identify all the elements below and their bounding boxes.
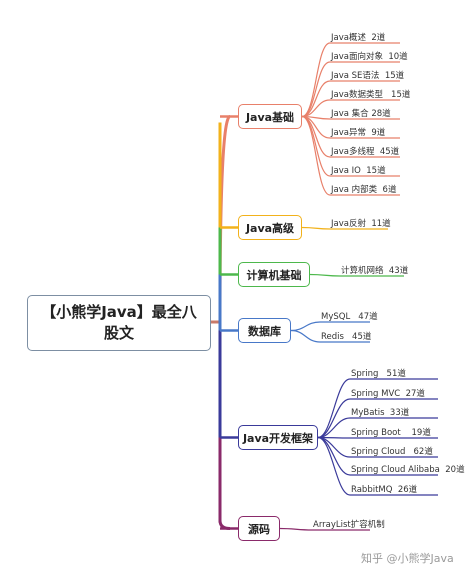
- leaf-topic: Spring Boot 19道: [351, 428, 431, 438]
- leaf-topic: Java IO 15道: [331, 166, 386, 176]
- leaf-topic: MyBatis 33道: [351, 408, 410, 418]
- leaf-topic: Spring MVC 27道: [351, 389, 425, 399]
- branch-label: Java开发框架: [242, 431, 314, 445]
- branch-computer-basics: 计算机基础: [238, 262, 310, 287]
- leaf-topic: Java异常 9道: [331, 128, 386, 138]
- watermark: 知乎 @小熊学Java: [361, 552, 454, 565]
- leaf-topic: Spring 51道: [351, 369, 406, 379]
- branch-label: 源码: [248, 522, 270, 536]
- branch-source-code: 源码: [238, 516, 280, 541]
- connector-line: [317, 436, 351, 496]
- connector-line: [301, 80, 331, 118]
- leaf-topic: Java多线程 45道: [331, 147, 400, 157]
- connector-line: [309, 273, 341, 277]
- connector-line: [279, 527, 313, 531]
- leaf-topic: ArrayList扩容机制: [313, 520, 385, 530]
- branch-database: 数据库: [238, 318, 291, 343]
- connector-line: [301, 42, 331, 118]
- leaf-topic: Java面向对象 10道: [331, 52, 408, 62]
- connector-line: [301, 115, 331, 177]
- branch-java-frameworks: Java开发框架: [238, 425, 318, 450]
- leaf-topic: Java反射 11道: [331, 219, 391, 229]
- connector-line: [317, 398, 351, 439]
- connector-line: [290, 329, 321, 343]
- leaf-topic: RabbitMQ 26道: [351, 485, 418, 495]
- branch-label: Java高级: [245, 221, 295, 235]
- connector-line: [301, 115, 331, 196]
- branch-label: Java基础: [245, 110, 295, 124]
- connector-line: [301, 226, 331, 230]
- leaf-topic: Java数据类型 15道: [331, 90, 411, 100]
- branch-label: 数据库: [248, 324, 281, 338]
- root-title: 【小熊学Java】最全八股文: [41, 303, 197, 342]
- leaf-topic: Java 内部类 6道: [331, 185, 397, 195]
- leaf-topic: Java 集合 28道: [331, 109, 391, 119]
- branch-label: 计算机基础: [246, 268, 302, 282]
- branch-java-advanced: Java高级: [238, 215, 302, 240]
- leaf-topic: Java概述 2道: [331, 33, 386, 43]
- leaf-topic: Redis 45道: [321, 332, 372, 342]
- leaf-topic: Spring Cloud Alibaba 20道: [351, 465, 465, 475]
- leaf-topic: MySQL 47道: [321, 312, 378, 322]
- leaf-topic: 计算机网络 43道: [341, 266, 409, 276]
- branch-java-basics: Java基础: [238, 104, 302, 129]
- connector-line: [290, 321, 321, 332]
- leaf-topic: Java SE语法 15道: [331, 71, 405, 81]
- root-node: 【小熊学Java】最全八股文: [27, 295, 211, 351]
- connector-line: [317, 378, 351, 439]
- leaf-topic: Spring Cloud 62道: [351, 447, 433, 457]
